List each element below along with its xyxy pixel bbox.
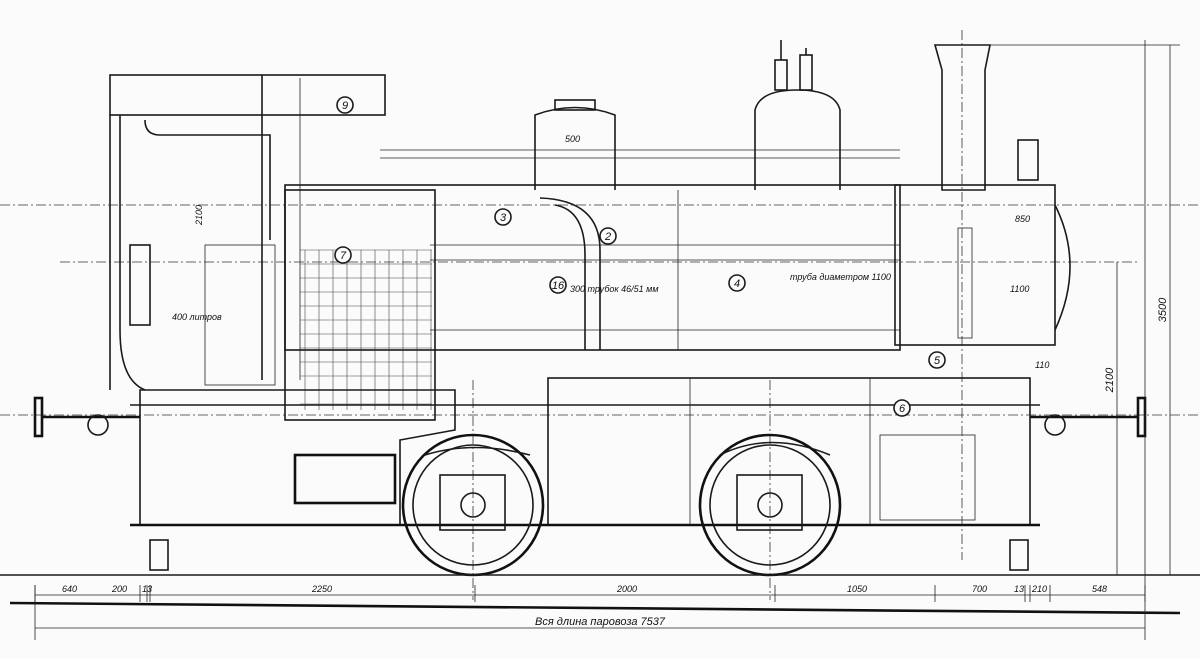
length-dimension-label: 200 [111,584,127,594]
svg-text:5: 5 [934,355,941,367]
tubes-note: 300 трубок 46/51 мм [570,284,659,294]
frame-and-tank [130,377,1040,571]
part-number-callout: 6 [893,399,911,417]
svg-text:2: 2 [604,231,611,243]
caption: Вся длина паровоза 7537 [535,616,666,628]
cab-height-note: 2100 [194,205,204,226]
chimney [933,44,1039,191]
length-dimension-label: 700 [972,584,987,594]
boiler [284,149,901,351]
steam-dome [754,40,841,190]
part-number-callout: 5 [928,351,946,369]
sand-dome [534,99,616,190]
smokebox-note: труба диаметром 1100 [790,272,891,282]
driving-wheel-rear [424,433,842,577]
construction-lines [0,30,1200,600]
length-dimension-label: 2250 [311,584,332,594]
ground-line [9,601,1181,615]
cab [109,74,386,391]
frame-note: 110 [1035,360,1049,370]
svg-text:3: 3 [500,212,507,224]
smokebox-height-note: 1100 [1010,284,1029,294]
svg-text:6: 6 [899,403,906,415]
length-dimension-label: 640 [62,584,77,594]
svg-text:7: 7 [340,250,347,262]
svg-text:9: 9 [342,100,348,112]
length-dimension-label: 548 [1092,584,1107,594]
tank-note: 400 литров [172,312,222,322]
length-dimension-label: 13 [142,584,152,594]
length-dimension-label: 210 [1031,584,1047,594]
part-number-callout: 9 [336,96,354,114]
svg-text:16: 16 [552,280,565,292]
height-dimension-lines [990,44,1180,575]
smokebox [894,184,1071,346]
part-number-callout: 3 [494,208,512,226]
buffer-left [33,396,140,438]
total-length-line [34,40,1146,640]
svg-text:4: 4 [734,278,740,290]
part-number-callout: 7 [334,246,352,264]
length-dimension-label: 2000 [616,584,637,594]
smokebox-length-note: 850 [1015,214,1030,224]
part-number-callout: 16 [549,276,567,294]
part-number-callout: 4 [728,274,746,292]
buffer-right [1030,396,1147,438]
overall-height: 3500 [1157,297,1169,322]
firebox [284,189,436,421]
buffer-height: 2100 [1104,367,1116,393]
dome-width-note: 500 [565,134,580,144]
length-dimension-label: 13 [1014,584,1024,594]
part-number-callout: 2 [599,227,617,245]
length-dimension-label: 1050 [847,584,867,594]
